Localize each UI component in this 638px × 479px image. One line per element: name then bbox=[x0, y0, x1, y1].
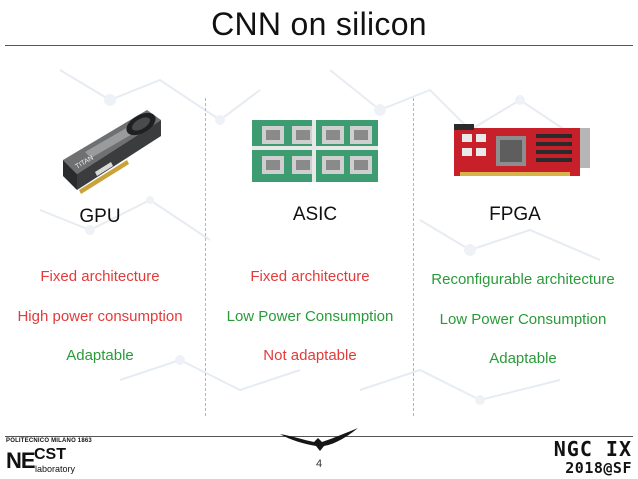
ngc-subtitle: 2018@SF bbox=[565, 459, 632, 477]
asic-property-power: Low Power Consumption bbox=[226, 308, 394, 325]
fpga-property-architecture: Reconfigurable architecture bbox=[431, 271, 615, 288]
fpga-label: FPGA bbox=[489, 204, 541, 225]
title-divider bbox=[5, 45, 633, 46]
column-divider bbox=[413, 98, 414, 416]
footer-divider bbox=[5, 436, 633, 437]
fpga-property-power: Low Power Consumption bbox=[439, 311, 607, 328]
gpu-label: GPU bbox=[79, 206, 121, 227]
ngc-logo: NGC IX 2018@SF bbox=[554, 438, 632, 477]
asic-label: ASIC bbox=[292, 204, 338, 225]
asic-property-architecture: Fixed architecture bbox=[250, 268, 370, 285]
fpga-board-image bbox=[454, 124, 590, 176]
asic-board-image bbox=[252, 120, 378, 182]
ngc-title: NGC IX bbox=[553, 437, 632, 461]
eagle-icon bbox=[280, 428, 358, 451]
slide-title: CNN on silicon bbox=[211, 6, 427, 42]
logo-lab-text: laboratory bbox=[35, 464, 76, 474]
asic-property-adaptability: Not adaptable bbox=[263, 347, 357, 364]
institution-text: POLITECNICO MILANO 1863 bbox=[6, 438, 92, 444]
logo-ne-text: NE bbox=[6, 448, 36, 473]
fpga-property-adaptability: Adaptable bbox=[489, 350, 557, 367]
gpu-property-adaptability: Adaptable bbox=[66, 347, 134, 364]
page-number: 4 bbox=[315, 458, 323, 470]
logo-cst-text: CST bbox=[34, 446, 66, 463]
necst-logo: POLITECNICO MILANO 1863 NE CST laborator… bbox=[6, 438, 92, 476]
column-divider bbox=[205, 98, 206, 416]
gpu-property-power: High power consumption bbox=[17, 308, 183, 325]
gpu-property-architecture: Fixed architecture bbox=[40, 268, 160, 285]
gpu-card-image: TITAN bbox=[63, 110, 161, 194]
